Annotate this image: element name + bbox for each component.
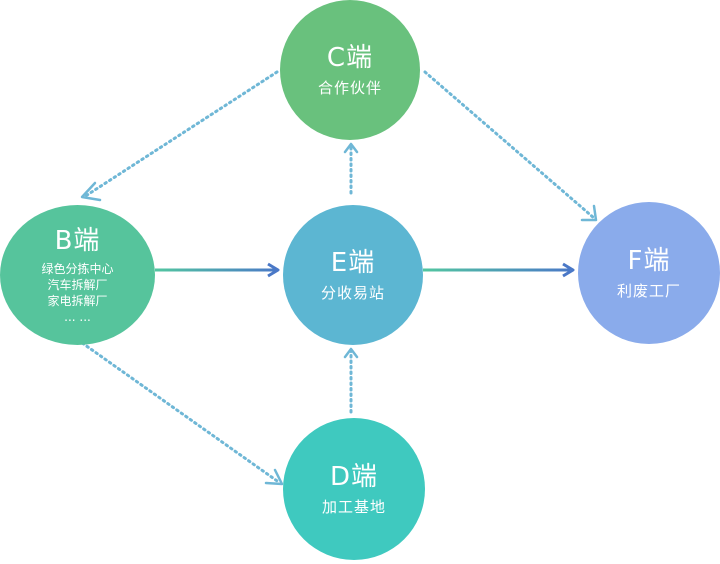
node-e-subtitle: 分收易站 <box>320 284 385 302</box>
node-b-list-item: 家电拆解厂 <box>47 294 108 308</box>
arrowhead-f-from-e <box>562 262 575 278</box>
arrowhead-d-from-b <box>264 468 284 486</box>
node-c-title: C端 <box>326 43 374 73</box>
arrowhead-c-from-e <box>343 142 359 154</box>
arrowhead-e-from-d <box>343 347 359 359</box>
edge-b-to-d <box>76 338 282 485</box>
node-d-subtitle: 加工基地 <box>321 498 386 516</box>
node-b-list-item: 绿色分拣中心 <box>41 262 114 276</box>
node-d-processing-base: D端 加工基地 <box>283 418 425 560</box>
node-b-title: B端 <box>54 226 101 256</box>
node-f-waste-factory: F端 利废工厂 <box>578 202 720 344</box>
node-b-list-item: ... ... <box>64 310 91 324</box>
node-b-list: 绿色分拣中心 汽车拆解厂 家电拆解厂 ... ... <box>41 261 113 325</box>
node-c-subtitle: 合作伙伴 <box>317 79 382 97</box>
node-f-subtitle: 利废工厂 <box>616 282 681 300</box>
arrowhead-f-from-c <box>580 204 598 222</box>
node-c-partners: C端 合作伙伴 <box>280 0 420 140</box>
node-e-title: E端 <box>330 248 376 278</box>
edge-c-to-b <box>82 70 279 199</box>
node-b-recyclers: B端 绿色分拣中心 汽车拆解厂 家电拆解厂 ... ... <box>0 205 155 345</box>
arrowhead-b-from-c <box>80 181 102 202</box>
node-b-list-item: 汽车拆解厂 <box>47 278 108 292</box>
node-d-title: D端 <box>329 462 379 492</box>
node-e-collection-station: E端 分收易站 <box>283 205 423 345</box>
arrowhead-e-from-b <box>267 262 280 278</box>
node-f-title: F端 <box>627 246 671 276</box>
edge-c-to-f <box>423 70 596 220</box>
